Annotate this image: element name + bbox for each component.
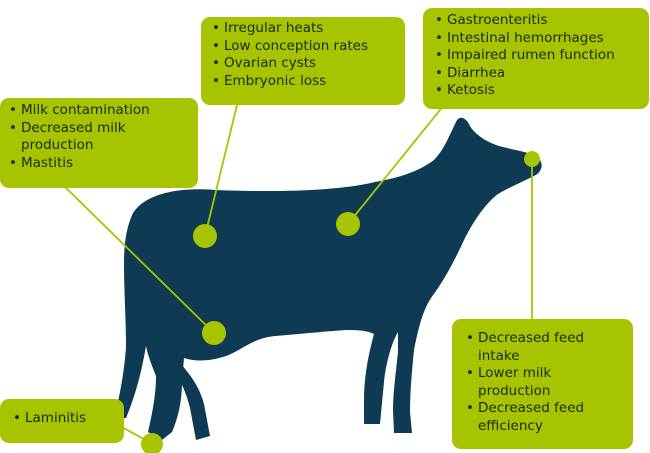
callout-udder: Milk contamination Decreased milk produc… [0, 98, 198, 188]
callout-feet: Laminitis [0, 399, 124, 443]
callout-item: Laminitis [13, 410, 118, 428]
callout-item: Lower milk production [466, 365, 627, 400]
callout-item: Decreased feed efficiency [466, 400, 627, 435]
callout-item: Diarrhea [435, 65, 643, 83]
callout-item: Milk contamination [9, 102, 192, 120]
dot-reproduction [193, 224, 217, 248]
dot-feed [524, 151, 540, 167]
callout-feed: Decreased feed intake Lower milk product… [452, 319, 633, 449]
callout-item: Irregular heats [212, 20, 399, 38]
callout-reproduction: Irregular heats Low conception rates Ova… [201, 17, 405, 105]
callout-digestive: Gastroenteritis Intestinal hemorrhages I… [423, 8, 649, 109]
callout-item: Impaired rumen function [435, 47, 643, 65]
dot-digestive [336, 212, 360, 236]
callout-item: Intestinal hemorrhages [435, 30, 643, 48]
callout-item: Decreased milk production [9, 120, 192, 155]
callout-item: Ovarian cysts [212, 55, 399, 73]
callout-item: Embryonic loss [212, 73, 399, 91]
callout-item: Low conception rates [212, 38, 399, 56]
callout-item: Decreased feed intake [466, 330, 627, 365]
callout-item: Ketosis [435, 82, 643, 100]
callout-item: Gastroenteritis [435, 12, 643, 30]
callout-item: Mastitis [9, 155, 192, 173]
dot-udder [202, 321, 226, 345]
